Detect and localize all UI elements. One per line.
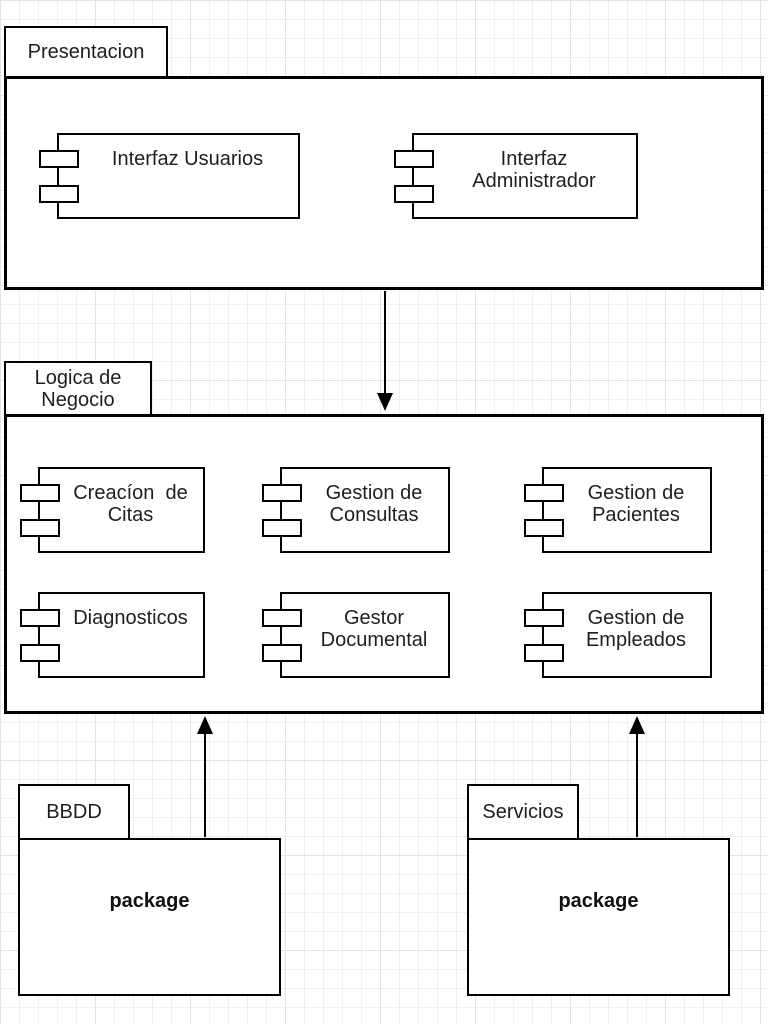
component-port-icon (524, 519, 564, 537)
arrowhead-up-icon (629, 716, 645, 734)
component-label-gestion-de-pacientes: Gestion de Pacientes (587, 482, 685, 526)
package-label-logica-de-negocio: Logica de Negocio (34, 366, 122, 411)
component-port-icon (524, 609, 564, 627)
component-label-gestion-de-empleados: Gestion de Empleados (585, 607, 687, 651)
component-port-icon (20, 609, 60, 627)
component-port-icon (20, 519, 60, 537)
package-body-servicios[interactable]: package (467, 838, 730, 996)
component-label-gestor-documental: Gestor Documental (320, 607, 428, 651)
component-diagnosticos[interactable]: Diagnosticos (20, 592, 205, 678)
component-gestion-de-empleados[interactable]: Gestion de Empleados (524, 592, 712, 678)
package-content-label-bbdd: package (109, 890, 190, 912)
component-label-interfaz-usuarios: Interfaz Usuarios (111, 148, 264, 170)
component-label-diagnosticos: Diagnosticos (73, 607, 188, 629)
component-interfaz-usuarios[interactable]: Interfaz Usuarios (39, 133, 300, 219)
component-port-icon (262, 484, 302, 502)
component-port-icon (20, 484, 60, 502)
component-gestion-de-consultas[interactable]: Gestion de Consultas (262, 467, 450, 553)
package-tab-presentacion[interactable]: Presentacion (4, 26, 168, 76)
arrowhead-down-icon (377, 393, 393, 411)
component-port-icon (394, 185, 434, 203)
package-content-label-servicios: package (558, 890, 639, 912)
package-tab-bbdd[interactable]: BBDD (18, 784, 130, 838)
component-port-icon (262, 644, 302, 662)
arrow-servicios-to-logica[interactable] (629, 716, 645, 837)
package-label-presentacion: Presentacion (27, 41, 145, 63)
component-port-icon (39, 185, 79, 203)
package-body-bbdd[interactable]: package (18, 838, 281, 996)
arrowhead-up-icon (197, 716, 213, 734)
component-port-icon (524, 484, 564, 502)
component-port-icon (262, 609, 302, 627)
package-tab-logica-de-negocio[interactable]: Logica de Negocio (4, 361, 152, 414)
component-label-interfaz-administrador: Interfaz Administrador (472, 148, 596, 192)
component-interfaz-administrador[interactable]: Interfaz Administrador (394, 133, 638, 219)
component-label-creacion-de-citas: Creacíon de Citas (73, 482, 188, 526)
component-label-gestion-de-consultas: Gestion de Consultas (325, 482, 423, 526)
component-port-icon (262, 519, 302, 537)
component-gestor-documental[interactable]: Gestor Documental (262, 592, 450, 678)
component-port-icon (524, 644, 564, 662)
component-port-icon (394, 150, 434, 168)
component-port-icon (20, 644, 60, 662)
component-gestion-de-pacientes[interactable]: Gestion de Pacientes (524, 467, 712, 553)
component-port-icon (39, 150, 79, 168)
package-tab-servicios[interactable]: Servicios (467, 784, 579, 838)
arrow-bbdd-to-logica[interactable] (197, 716, 213, 837)
package-label-bbdd: BBDD (46, 801, 102, 823)
package-label-servicios: Servicios (482, 801, 564, 823)
component-creacion-de-citas[interactable]: Creacíon de Citas (20, 467, 205, 553)
arrow-presentacion-to-logica[interactable] (377, 291, 393, 411)
